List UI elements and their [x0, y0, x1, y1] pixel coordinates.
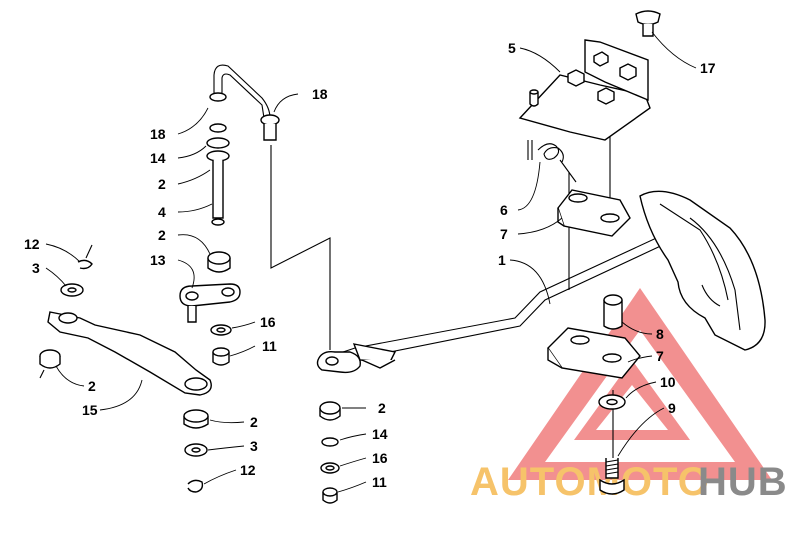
- callout-4: 4: [158, 204, 166, 220]
- callout-3: 3: [32, 260, 40, 276]
- callout-2: 2: [250, 414, 258, 430]
- rod-end-stack: [319, 401, 341, 504]
- callout-16: 16: [260, 314, 276, 330]
- shaft: [206, 92, 230, 226]
- callout-12: 12: [24, 236, 40, 252]
- callout-6: 6: [500, 202, 508, 218]
- torsion-spring: [527, 140, 577, 183]
- callout-11: 11: [372, 474, 387, 490]
- callout-8: 8: [656, 326, 664, 342]
- washer: [598, 394, 626, 410]
- spacer: [603, 294, 623, 330]
- callout-9: 9: [668, 400, 676, 416]
- lever-plate: [179, 283, 241, 323]
- callout-10: 10: [660, 374, 676, 390]
- leader-lines: [45, 31, 697, 493]
- shaft-bushing: [207, 251, 231, 273]
- phantom-line: [270, 145, 331, 350]
- callout-11: 11: [262, 338, 277, 354]
- callout-7: 7: [500, 226, 508, 242]
- upper-pin: [260, 114, 280, 141]
- callout-13: 13: [150, 252, 166, 268]
- foot-pedal: [639, 190, 766, 351]
- upper-block: [557, 189, 631, 237]
- callout-15: 15: [82, 402, 98, 418]
- callout-17: 17: [700, 60, 716, 76]
- left-washer: [60, 283, 84, 297]
- watermark-triangle-logo: [508, 288, 772, 480]
- callout-16: 16: [372, 450, 388, 466]
- lower-block: [547, 327, 641, 379]
- callout-5: 5: [508, 40, 516, 56]
- callout-18: 18: [312, 86, 328, 102]
- callout-3: 3: [250, 438, 258, 454]
- bracket-screw: [635, 10, 661, 37]
- callout-7: 7: [656, 348, 664, 364]
- callout-2: 2: [158, 227, 166, 243]
- callout-2: 2: [88, 378, 96, 394]
- linkage-arm: [47, 311, 212, 396]
- linkage-rod: [316, 227, 683, 374]
- callout-2: 2: [158, 176, 166, 192]
- callout-12: 12: [240, 462, 256, 478]
- left-clip: [77, 244, 93, 270]
- callout-2: 2: [378, 400, 386, 416]
- left-bushing: [39, 349, 61, 379]
- callout-14: 14: [372, 426, 388, 442]
- mounting-bracket: [518, 39, 651, 141]
- callout-labels: 18 14 2 4 2 13 16 11 18 12 3 2 15 2 3 12…: [24, 40, 716, 490]
- lower-left-stack: [183, 409, 209, 493]
- callout-14: 14: [150, 150, 166, 166]
- watermark-brand-left: AUTOMOTO: [470, 460, 710, 504]
- shaft-nut-stack: [210, 324, 232, 366]
- callout-1: 1: [498, 252, 506, 268]
- control-rod-bent: [213, 64, 271, 119]
- callout-18: 18: [150, 126, 166, 142]
- watermark-brand-right: HUB: [698, 460, 788, 504]
- bolt: [599, 458, 625, 495]
